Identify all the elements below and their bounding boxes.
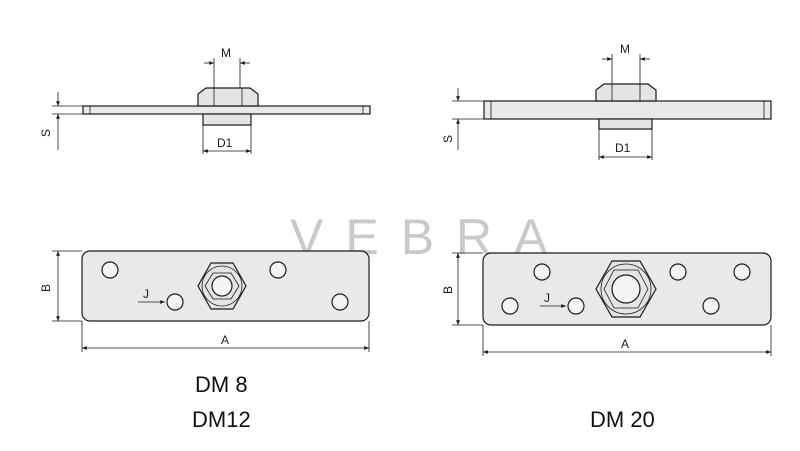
left-hole-3 xyxy=(166,293,184,311)
left-label-m: M xyxy=(221,46,231,60)
left-top-view: J B A xyxy=(39,250,370,352)
right-hole-4 xyxy=(501,297,519,315)
right-label-d1: D1 xyxy=(615,141,631,155)
left-hole-1 xyxy=(101,261,119,279)
left-side-view: M D1 S xyxy=(39,46,371,154)
model-label-dm20: DM 20 xyxy=(590,407,655,432)
left-label-d1: D1 xyxy=(217,136,233,150)
right-side-view: M D1 S xyxy=(441,42,772,160)
left-label-j: J xyxy=(143,287,149,301)
left-label-b: B xyxy=(39,284,53,292)
right-hole-1 xyxy=(533,263,551,281)
left-plate-side xyxy=(82,105,371,115)
right-top-view: J B A xyxy=(441,252,772,356)
right-bore xyxy=(611,274,641,304)
right-label-j: J xyxy=(544,291,550,305)
right-label-m: M xyxy=(620,42,630,56)
left-spigot xyxy=(202,113,252,126)
left-bore xyxy=(211,275,233,297)
left-hole-4 xyxy=(331,293,349,311)
right-label-b: B xyxy=(441,286,455,294)
left-nut-side xyxy=(197,87,259,107)
right-hole-2 xyxy=(669,263,687,281)
right-nut-side xyxy=(595,83,657,102)
right-label-s: S xyxy=(441,135,455,143)
right-hole-6 xyxy=(702,297,720,315)
right-spigot xyxy=(598,118,653,130)
right-hole-5 xyxy=(567,297,585,315)
model-label-dm12: DM12 xyxy=(192,407,251,432)
model-label-dm8: DM 8 xyxy=(195,372,248,397)
right-hole-3 xyxy=(733,263,751,281)
left-hole-2 xyxy=(269,261,287,279)
left-label-a: A xyxy=(221,333,229,347)
right-plate-side xyxy=(483,100,772,120)
right-label-a: A xyxy=(621,337,629,351)
left-label-s: S xyxy=(39,129,53,137)
